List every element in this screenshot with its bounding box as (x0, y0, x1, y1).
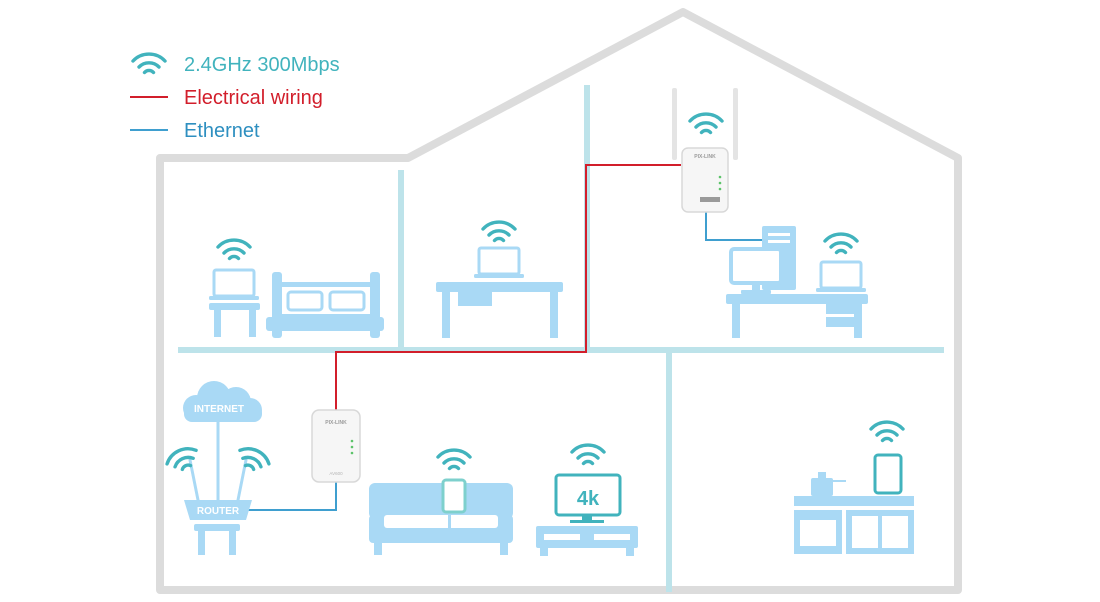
device-brand: PIX-LINK (694, 154, 716, 160)
legend-electrical: Electrical wiring (128, 85, 388, 118)
wifi-icon (216, 238, 252, 261)
wifi-icon (131, 52, 167, 75)
kitchen-counter-icon (794, 496, 914, 554)
phone-icon (441, 478, 467, 514)
bedroom (207, 238, 384, 338)
router-antennas (188, 420, 248, 502)
tv-icon: 4k (554, 473, 622, 523)
router-label: ROUTER (197, 506, 240, 517)
internet-label: INTERNET (194, 404, 244, 415)
laptop-icon (472, 246, 526, 280)
ethernet-cable-router (245, 480, 337, 511)
legend-ethernet: Ethernet (128, 118, 388, 151)
kitchen (794, 420, 914, 554)
living-room: INTERNET ROUTER PIX-LINK AV600 (162, 381, 638, 556)
electrical-wiring (335, 164, 681, 415)
adapter-brand: PIX-LINK (325, 420, 347, 426)
legend-wifi-label: 2.4GHz 300Mbps (184, 54, 340, 76)
laptop-icon (207, 268, 261, 302)
legend-ethernet-label: Ethernet (184, 120, 260, 142)
powerline-adapter-device: PIX-LINK AV600 (311, 409, 361, 483)
wifi-icon (436, 448, 472, 471)
laptop-icon (814, 260, 868, 294)
wifi-icon (688, 112, 724, 135)
internet-cloud: INTERNET (183, 381, 262, 422)
monitor-icon (729, 247, 783, 294)
nightstand-icon (209, 303, 260, 337)
router-table-icon (194, 524, 240, 555)
wifi-icon (233, 442, 274, 476)
house-outline (156, 8, 962, 594)
legend-electrical-label: Electrical wiring (184, 87, 323, 109)
tv-stand-icon (536, 526, 638, 556)
tablet-icon (873, 453, 903, 495)
sofa-icon (369, 483, 513, 555)
wifi-icon (869, 420, 905, 443)
adapter-model: AV600 (329, 471, 343, 476)
electrical-line-swatch (128, 85, 170, 109)
legend-wifi: 2.4GHz 300Mbps (128, 52, 388, 85)
office: PIX-LINK (672, 88, 868, 338)
wifi-icon (570, 443, 606, 466)
wifi-icon (481, 220, 517, 243)
ethernet-line-swatch (128, 118, 170, 142)
wifi-icon (162, 442, 203, 476)
desk-icon (436, 282, 563, 338)
legend: 2.4GHz 300Mbps Electrical wiring Etherne… (128, 52, 388, 151)
router-device: ROUTER (184, 500, 252, 520)
bed-icon (266, 272, 384, 338)
pillow-icon (286, 290, 366, 312)
office-desk-icon (726, 294, 868, 338)
wifi-extender-device: PIX-LINK (672, 88, 738, 213)
stove-handle (833, 480, 846, 482)
pot-icon (811, 472, 833, 496)
study (436, 220, 563, 338)
wifi-icon (823, 232, 859, 255)
tv-label: 4k (577, 488, 600, 510)
